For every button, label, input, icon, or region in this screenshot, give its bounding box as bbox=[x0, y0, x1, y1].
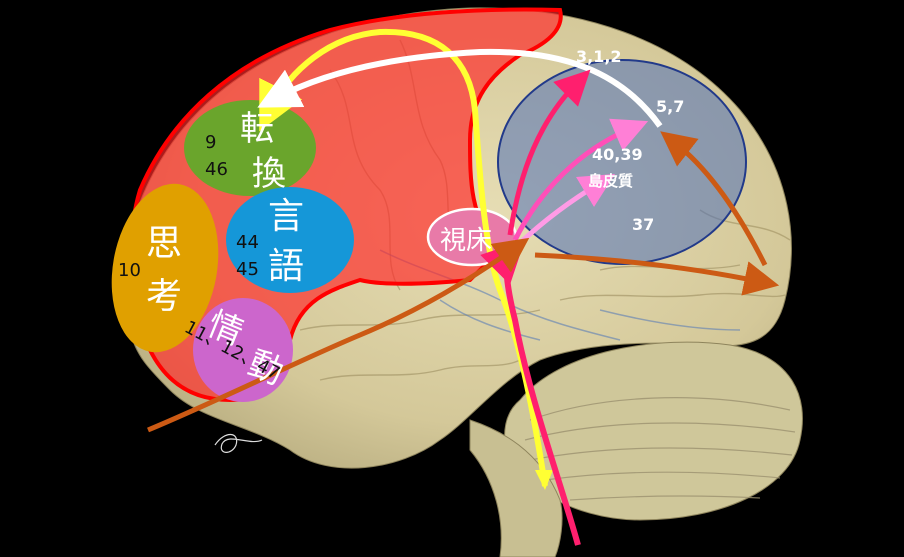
cerebellum-folds bbox=[524, 397, 796, 501]
conversion-label-1: 転 bbox=[240, 109, 274, 149]
yellow-arrow-head-bottom bbox=[535, 470, 553, 490]
conversion-label-2: 換 bbox=[252, 154, 286, 194]
conversion-area-2: 46 bbox=[205, 159, 228, 180]
pink-arrow-to-3-1-2 bbox=[507, 69, 591, 236]
parietal-ellipse bbox=[497, 59, 747, 265]
language-ellipse bbox=[226, 187, 354, 293]
signature-squiggle bbox=[214, 433, 263, 453]
parietal-area-37: 37 bbox=[632, 215, 654, 234]
white-arrow bbox=[257, 48, 663, 128]
parietal-area-5-7: 5,7 bbox=[656, 97, 684, 116]
language-area-2: 45 bbox=[236, 259, 259, 280]
lightpink-arrow-to-insula bbox=[518, 173, 616, 245]
orange-arrow-to-5-7 bbox=[660, 131, 768, 267]
orange-arrow-from-emotion bbox=[147, 237, 530, 433]
thalamus-label: 視床 bbox=[440, 226, 492, 256]
insula-label: 島皮質 bbox=[588, 172, 633, 190]
parietal-area-3-1-2: 3,1,2 bbox=[576, 47, 622, 66]
pink-arrow-to-40-39 bbox=[512, 118, 649, 242]
thinking-label-1: 思 bbox=[146, 223, 182, 264]
language-area-1: 44 bbox=[236, 232, 259, 253]
thinking-ellipse bbox=[111, 183, 219, 353]
language-label-2: 語 bbox=[268, 246, 304, 287]
language-label-1: 言 bbox=[268, 196, 304, 237]
orange-arrow-to-temporal bbox=[534, 252, 780, 296]
thinking-area: 10 bbox=[118, 260, 141, 281]
brainstem bbox=[469, 419, 563, 557]
conversion-area-1: 9 bbox=[205, 132, 216, 153]
thinking-label-2: 考 bbox=[146, 276, 182, 317]
parietal-area-40-39: 40,39 bbox=[592, 145, 643, 164]
